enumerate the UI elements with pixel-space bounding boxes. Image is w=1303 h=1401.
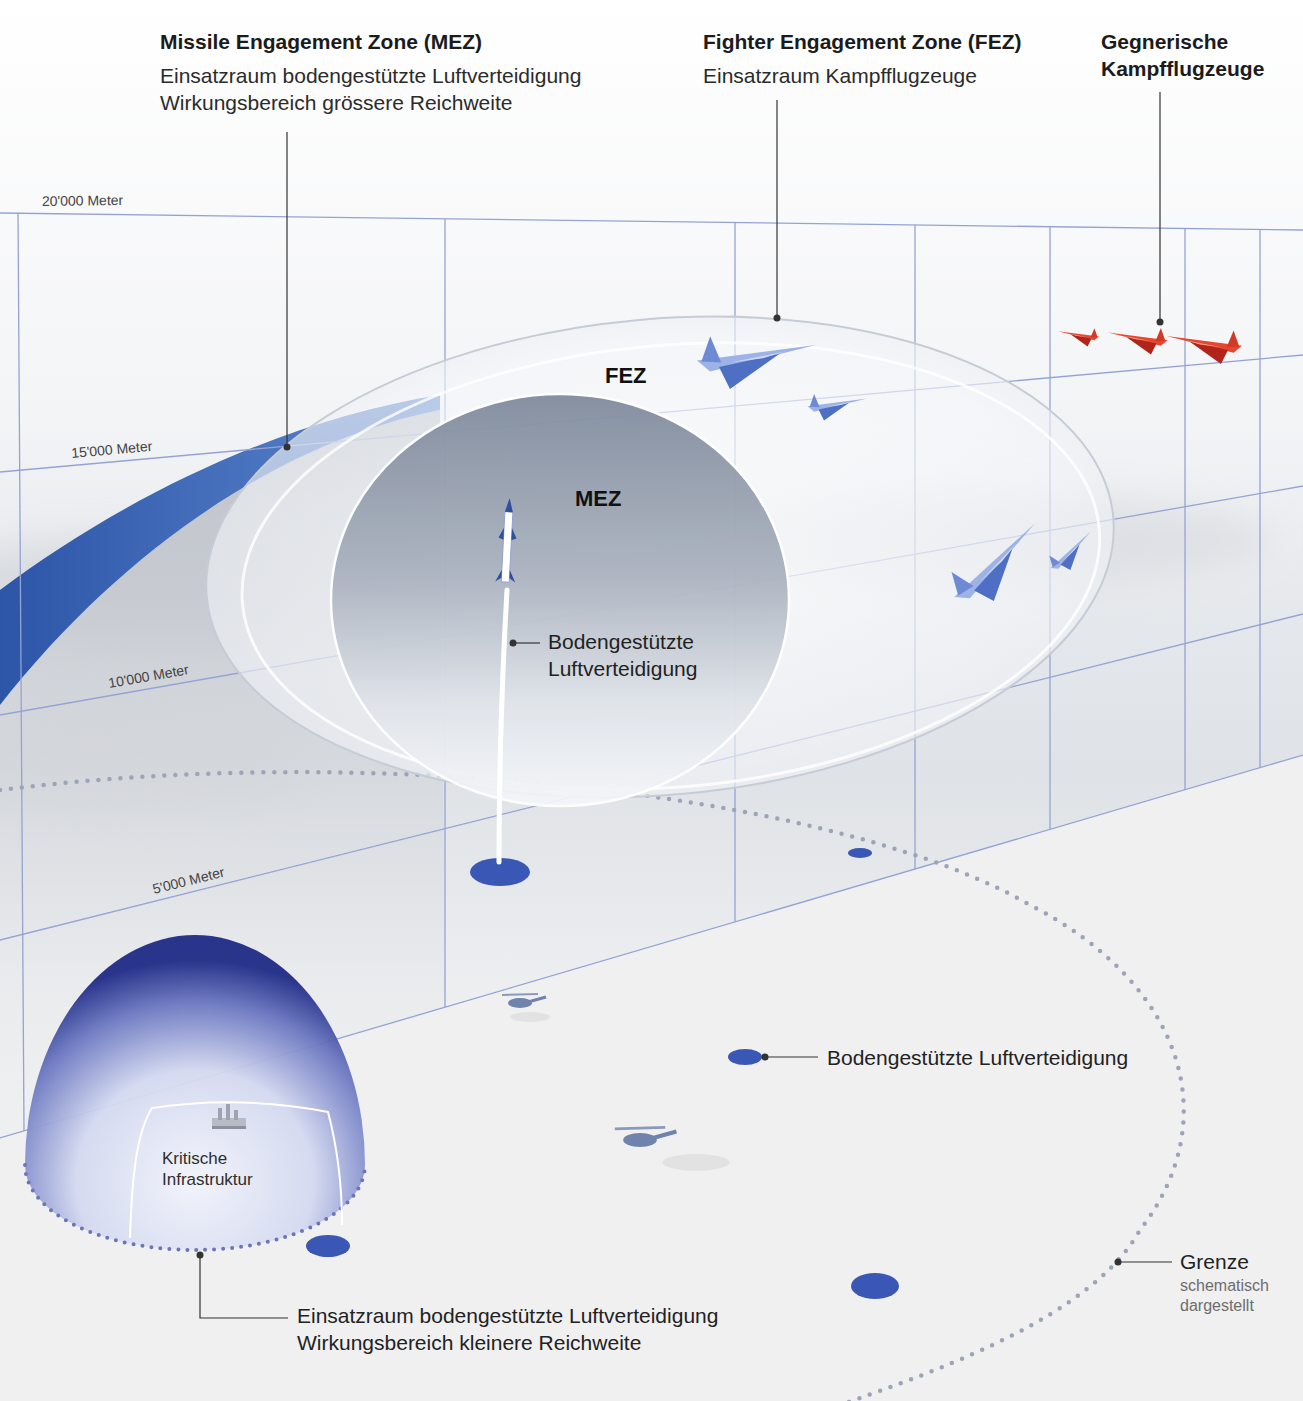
- text-slot: Missile Engagement Zone (MEZ): [160, 28, 680, 55]
- missile-engagement-zone: MEZ: [325, 390, 795, 810]
- altitude-grid: [1184, 228, 1185, 790]
- leader-line: [1121, 1261, 1172, 1262]
- sam-site: [306, 848, 899, 1299]
- sam-site: [306, 1235, 350, 1257]
- mez-outline: [331, 394, 789, 806]
- helicopter: [662, 1154, 729, 1171]
- dome-outline: [25, 935, 365, 1250]
- missile: [495, 498, 519, 862]
- fighter-engagement-zone: FEZ MEZ: [200, 312, 1120, 802]
- leader-dot: [510, 640, 517, 647]
- leader-dot: [774, 315, 781, 322]
- zone-label: MEZ: [575, 485, 621, 513]
- missile: [495, 569, 502, 581]
- text-slot: FEZ: [605, 362, 647, 390]
- text-slot: schematisch dargestellt: [1180, 1276, 1295, 1316]
- text-slot: Gegnerische Kampfflugzeuge: [1101, 28, 1296, 83]
- leader-dot: [284, 444, 291, 451]
- callout-text: Bodengestützte Luftverteidigung: [827, 1045, 1247, 1070]
- leader-line: [286, 132, 287, 444]
- helicopter: [528, 997, 546, 1002]
- altitude-grid: [0, 213, 1303, 230]
- missile: [509, 570, 516, 582]
- missile: [498, 528, 504, 540]
- text-slot: Einsatzraum Kampfflugzeuge: [703, 62, 1083, 89]
- leader-lines: [197, 92, 1173, 1318]
- helicopter: [510, 1012, 550, 1022]
- infrastructure-icon: [212, 1104, 246, 1129]
- leader-line: [1159, 92, 1160, 320]
- altitude-grid: [18, 213, 24, 1131]
- leader-dot: [762, 1054, 769, 1061]
- callout-text: Bodengestützte Luftverteidigung: [548, 628, 726, 683]
- missile: [505, 498, 514, 512]
- missile: [501, 512, 513, 582]
- text-slot: Einsatzraum bodengestützte Luftverteidig…: [160, 62, 650, 117]
- enemy-fighter: [1166, 330, 1242, 364]
- short-range-dome: Kritische Infrastruktur: [20, 920, 375, 1260]
- text-slot: Einsatzraum bodengestützte Luftverteidig…: [297, 1302, 797, 1357]
- infrastructure-icon: [212, 1126, 246, 1129]
- enemy-fighter: [1058, 328, 1242, 364]
- callout-heading: Gegnerische Kampfflugzeuge: [1101, 28, 1296, 83]
- enemy-fighter: [1108, 328, 1167, 354]
- helicopter: [615, 1127, 730, 1170]
- friendly-fighter: [942, 517, 1058, 618]
- infrastructure-icon: [234, 1110, 238, 1120]
- callout-text: Einsatzraum Kampfflugzeuge: [703, 62, 1083, 89]
- text-slot: 20'000 Meter: [42, 192, 123, 210]
- dome-shape: [20, 920, 375, 1260]
- callout-heading: Fighter Engagement Zone (FEZ): [703, 28, 1083, 55]
- sam-site: [848, 848, 872, 858]
- enemy-fighter: [1058, 328, 1099, 346]
- missile: [499, 590, 507, 862]
- helicopter: [502, 994, 730, 1171]
- fez-outline: [186, 280, 1134, 834]
- leader-line: [516, 642, 540, 643]
- infrastructure-icon: [218, 1108, 222, 1120]
- border-line: [0, 772, 1184, 1401]
- fez-rim: [223, 308, 1118, 823]
- infrastructure-icon: [226, 1104, 230, 1120]
- text-slot: Bodengestützte Luftverteidigung: [548, 628, 726, 683]
- altitude-grid: [1259, 229, 1260, 768]
- callout-text: Einsatzraum bodengestützte Luftverteidig…: [160, 62, 650, 117]
- callout-note: schematisch dargestellt: [1180, 1276, 1295, 1316]
- friendly-fighter: [697, 336, 816, 389]
- helicopter: [502, 994, 538, 995]
- text-slot: Bodengestützte Luftverteidigung: [827, 1045, 1247, 1070]
- friendly-fighter: [1044, 528, 1102, 579]
- dome-inner-line: [130, 1102, 342, 1238]
- callout-text: Grenze: [1180, 1249, 1295, 1274]
- helicopter: [651, 1132, 676, 1139]
- leader-dot: [1157, 319, 1164, 326]
- leader-line: [200, 1258, 288, 1318]
- mez-shape: [325, 390, 795, 810]
- missile: [511, 528, 517, 540]
- leader-line: [768, 1056, 818, 1057]
- altitude-label: 20'000 Meter: [42, 192, 123, 210]
- zone-label: Kritische Infrastruktur: [162, 1148, 287, 1191]
- friendly-fighter: [697, 336, 1102, 618]
- helicopter: [615, 1127, 665, 1128]
- callout-text: Einsatzraum bodengestützte Luftverteidig…: [297, 1302, 797, 1357]
- text-slot: Kritische Infrastruktur: [162, 1148, 287, 1191]
- friendly-fighter: [808, 394, 867, 420]
- text-slot: MEZ: [575, 485, 621, 513]
- leader-dot: [1115, 1259, 1122, 1266]
- missile: [495, 498, 519, 583]
- text-slot: Grenze: [1180, 1249, 1295, 1274]
- helicopter: [502, 994, 550, 1022]
- sam-site: [851, 1273, 899, 1299]
- zone-label: FEZ: [605, 362, 647, 390]
- text-slot: Fighter Engagement Zone (FEZ): [703, 28, 1083, 55]
- leader-line: [776, 100, 777, 316]
- callout-heading: Missile Engagement Zone (MEZ): [160, 28, 680, 55]
- sam-site: [728, 1049, 762, 1065]
- leader-dot: [197, 1252, 204, 1259]
